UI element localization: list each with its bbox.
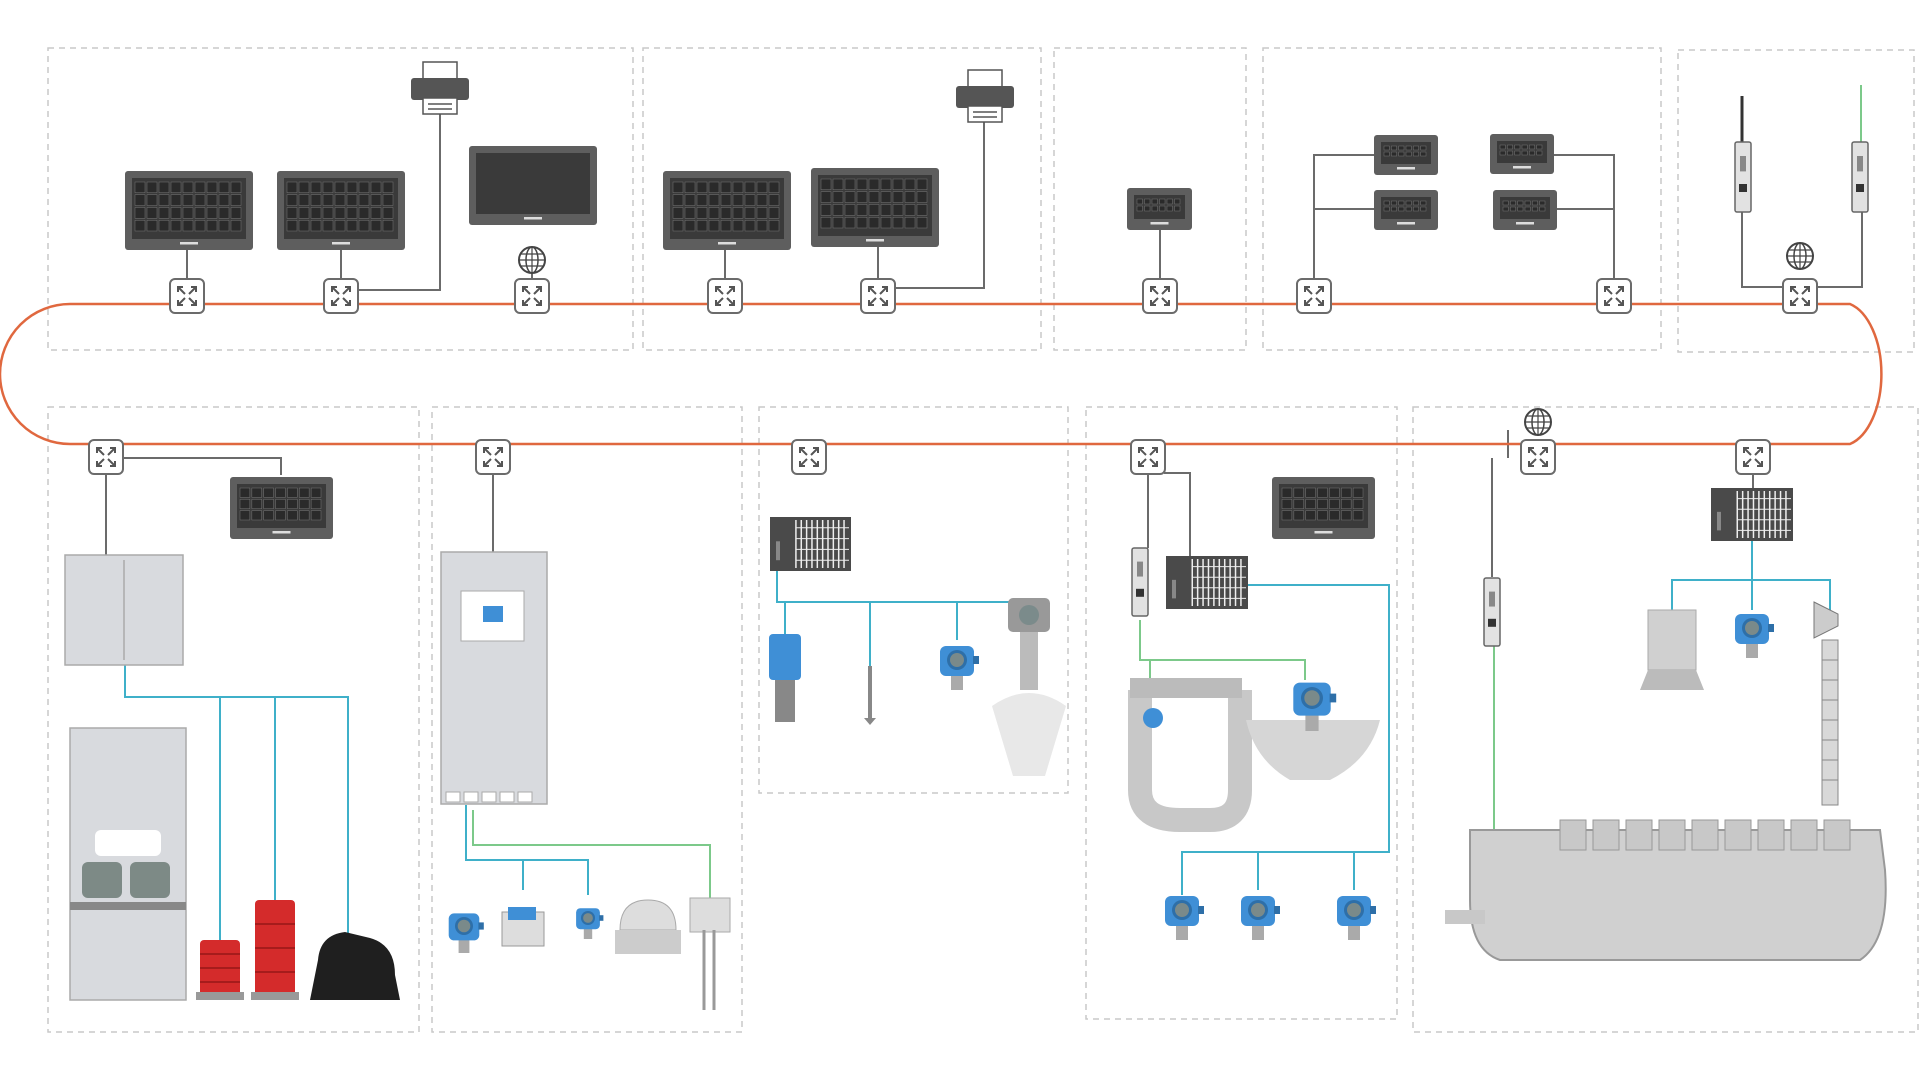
network-switch-icon[interactable] <box>1782 278 1818 314</box>
zone-flow-measurement <box>1085 406 1398 1020</box>
hmi-panel-icon[interactable] <box>1493 190 1557 230</box>
hmi-panel-icon[interactable] <box>811 168 939 247</box>
network-switch-icon[interactable] <box>1596 278 1632 314</box>
field-devices <box>64 551 1887 1010</box>
hmi-panel-icon[interactable] <box>277 171 405 250</box>
hmi-panel-icon[interactable] <box>1127 188 1192 230</box>
remote-io-icon[interactable] <box>1711 488 1793 541</box>
hmi-panel-icon[interactable] <box>125 171 253 250</box>
network-switch-icon[interactable] <box>1142 278 1178 314</box>
internet-gateways <box>518 242 1814 436</box>
hmi-panel-icon[interactable] <box>663 171 791 250</box>
network-switch-icon[interactable] <box>475 439 511 475</box>
drive-cabinet-icon <box>440 551 548 805</box>
rod-probe-icon <box>864 666 876 725</box>
zone-pump-skid <box>47 406 420 1033</box>
zone-wireless-gateway <box>1677 49 1915 353</box>
hmi-panel-icon[interactable] <box>1490 134 1554 174</box>
io-module-icon[interactable] <box>1851 141 1869 213</box>
zone-single-station <box>1053 47 1247 351</box>
zone-level-measurement <box>758 406 1069 794</box>
analyzer-icon <box>501 907 545 947</box>
network-switch-icon[interactable] <box>514 278 550 314</box>
level-switch-icon[interactable] <box>769 634 801 722</box>
hmi-panel-icon[interactable] <box>230 477 333 539</box>
cabinet-icon <box>64 554 184 666</box>
network-switch-icon[interactable] <box>88 439 124 475</box>
globe-icon <box>518 246 546 274</box>
printer-icon[interactable] <box>956 69 1014 123</box>
hmi-panel-icon[interactable] <box>469 146 597 225</box>
network-switch-icon[interactable] <box>169 278 205 314</box>
network-switch-icon[interactable] <box>1296 278 1332 314</box>
transmitter-icon[interactable] <box>448 913 484 953</box>
zone-borders <box>47 47 1919 1033</box>
network-switch-icon[interactable] <box>323 278 359 314</box>
network-switches <box>88 278 1818 475</box>
globe-icon <box>1524 408 1552 436</box>
zone-redundant-stations <box>1262 47 1662 351</box>
zone-bridge-consoles <box>47 47 634 351</box>
coriolis-meter-icon <box>1128 678 1380 832</box>
network-switch-icon[interactable] <box>1520 439 1556 475</box>
transmitter-icon[interactable] <box>940 646 979 690</box>
transmitter-icon[interactable] <box>1293 682 1337 731</box>
zone-engine-room <box>1412 406 1919 1033</box>
hmi-panels <box>125 134 1557 539</box>
network-switch-icon[interactable] <box>1735 439 1771 475</box>
remote-io-icon[interactable] <box>770 517 851 571</box>
motor-icon <box>1640 609 1704 690</box>
black-pump-icon <box>310 932 400 1000</box>
engine-icon <box>1445 819 1887 961</box>
remote-io-modules <box>770 96 1869 647</box>
red-pump-icon <box>251 900 299 1000</box>
probe-icon <box>689 897 731 1010</box>
red-pump-icon <box>196 940 244 1000</box>
printers <box>411 61 1014 123</box>
level-transmitter-icon[interactable] <box>1337 896 1376 940</box>
zone-control-room <box>642 47 1042 351</box>
hmi-panel-icon[interactable] <box>1272 477 1375 539</box>
io-module-icon[interactable] <box>1483 577 1501 647</box>
transmitter-icon[interactable] <box>1241 896 1280 940</box>
zone-drive-cabinet <box>431 406 743 1033</box>
network-switch-icon[interactable] <box>707 278 743 314</box>
io-module-icon[interactable] <box>1131 547 1149 617</box>
hmi-panel-icon[interactable] <box>1374 135 1438 175</box>
motor-unit-icon <box>69 727 187 1001</box>
globe-icon <box>1786 242 1814 270</box>
io-module-icon[interactable] <box>1734 141 1752 213</box>
remote-io-icon[interactable] <box>1166 556 1248 609</box>
ethernet-links <box>105 92 1863 577</box>
transmitter-icon[interactable] <box>1165 896 1204 940</box>
transmitter-icon[interactable] <box>1735 614 1774 658</box>
printer-icon[interactable] <box>411 61 469 115</box>
ethernet-ring <box>0 302 1883 446</box>
horn-icon[interactable] <box>1813 601 1839 806</box>
network-switch-icon[interactable] <box>1130 439 1166 475</box>
hmi-panel-icon[interactable] <box>1374 190 1438 230</box>
valve-icon <box>615 899 681 954</box>
network-switch-icon[interactable] <box>791 439 827 475</box>
network-switch-icon[interactable] <box>860 278 896 314</box>
sensor-icon[interactable] <box>576 908 604 939</box>
radar-level-icon[interactable] <box>992 598 1066 776</box>
